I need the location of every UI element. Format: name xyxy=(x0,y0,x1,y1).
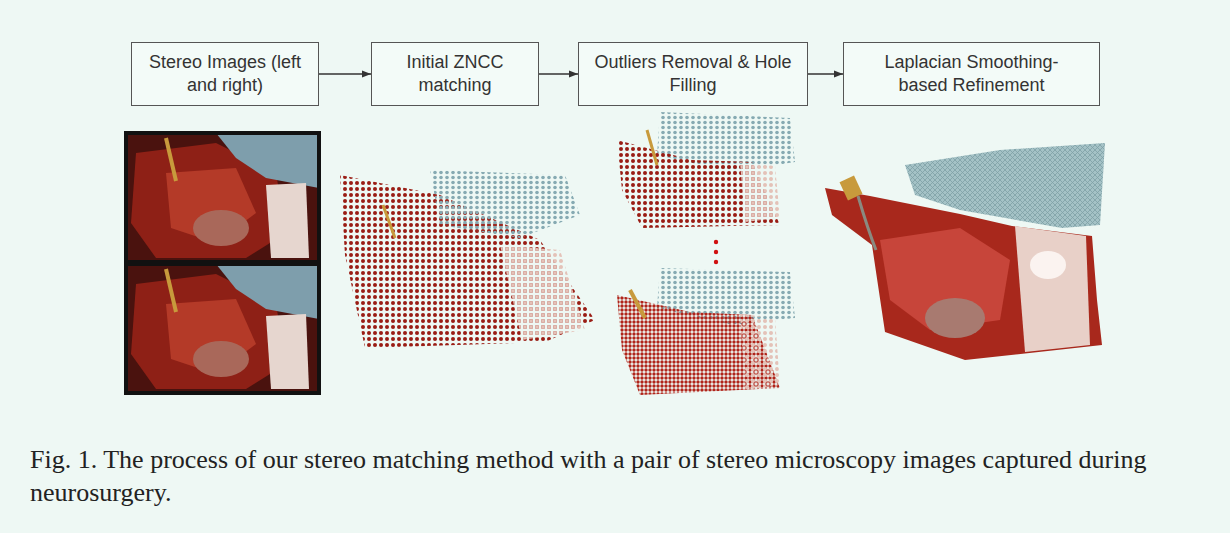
step-label: Initial ZNCC matching xyxy=(382,51,528,97)
filtered-cloud-dense xyxy=(617,268,795,395)
flow-arrow xyxy=(539,73,578,74)
patch-cloud xyxy=(500,245,585,340)
process-box: Outliers Removal & Hole Filling xyxy=(578,42,808,106)
tool xyxy=(630,290,645,318)
dot xyxy=(714,250,718,254)
drape-cloud xyxy=(430,170,580,238)
right-image xyxy=(126,264,319,393)
highlight xyxy=(1030,251,1066,279)
drape-surface xyxy=(905,143,1105,228)
filtered-cloud xyxy=(617,112,795,228)
tissue-surface xyxy=(925,298,985,338)
figure-caption: Fig. 1. The process of our stereo matchi… xyxy=(30,443,1210,509)
flow-arrow xyxy=(319,73,371,74)
left-image xyxy=(126,133,319,262)
step-label: Outliers Removal & Hole Filling xyxy=(589,51,797,97)
refined-surface xyxy=(825,143,1105,360)
patch-surface xyxy=(1015,226,1090,352)
ellipsis-dots xyxy=(714,240,718,264)
process-box: Laplacian Smoothing-based Refinement xyxy=(843,42,1100,106)
patch-cloud xyxy=(740,314,780,390)
step-label: Stereo Images (left and right) xyxy=(142,51,308,97)
step-label: Laplacian Smoothing-based Refinement xyxy=(872,51,1072,97)
tool xyxy=(383,205,395,238)
tool-shaft xyxy=(858,196,876,250)
process-box: Initial ZNCC matching xyxy=(371,42,539,106)
initial-cloud xyxy=(340,170,595,348)
dot xyxy=(714,260,718,264)
process-box: Stereo Images (left and right) xyxy=(131,42,319,106)
flow-arrow xyxy=(808,73,843,74)
dot xyxy=(714,240,718,244)
